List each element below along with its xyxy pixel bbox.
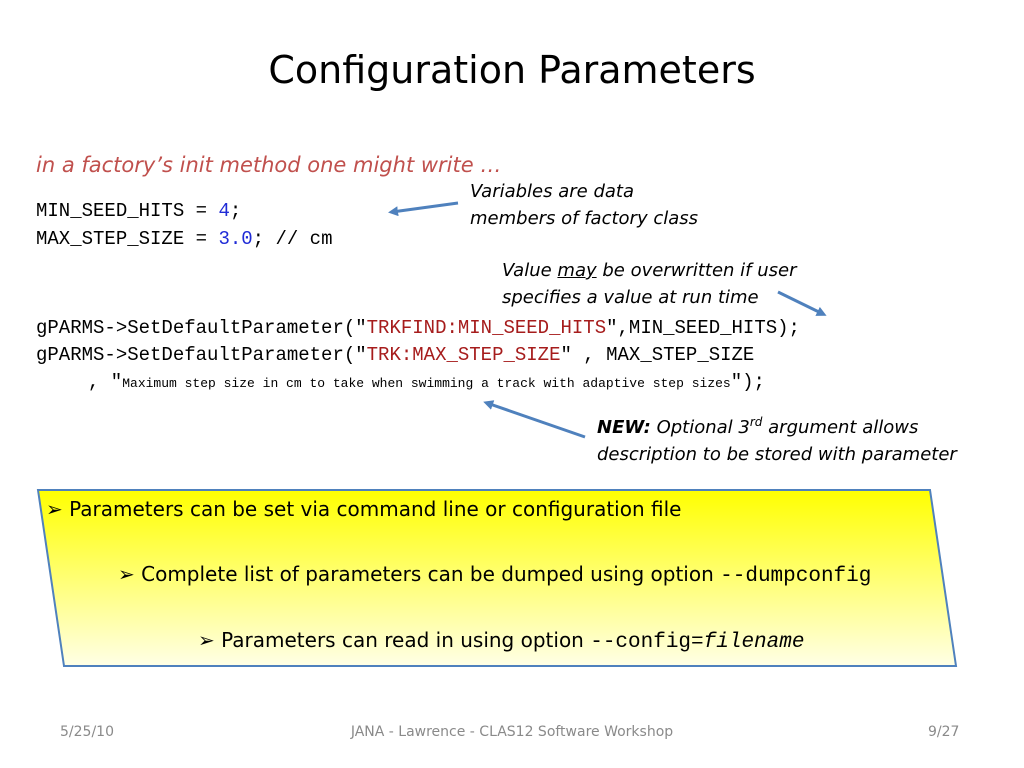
code-call: , " — [88, 371, 123, 393]
arrow-to-variables — [388, 201, 459, 217]
footer-page-number: 9/27 — [928, 724, 960, 740]
code-terminator: ; — [229, 200, 242, 222]
code-number: 4 — [218, 200, 230, 222]
bullet-text: Complete list of parameters can be dumpe… — [141, 562, 721, 586]
note-text: Value — [502, 260, 558, 281]
note-variables: Variables are data members of factory cl… — [470, 178, 698, 232]
code-line-set-default-1: gPARMS->SetDefaultParameter("TRKFIND:MIN… — [36, 317, 800, 339]
slide-title: Configuration Parameters — [268, 48, 756, 92]
bullet-text: Parameters can read in using option — [221, 628, 591, 652]
note-line: NEW: Optional 3rd argument allows — [597, 409, 957, 441]
bullet-arrow-icon: ➢ — [198, 628, 215, 652]
code-call-end: "); — [730, 371, 765, 393]
summary-box-shape — [36, 489, 958, 667]
note-text: Optional 3 — [650, 417, 750, 438]
code-number: 3.0 — [218, 228, 253, 250]
note-text: argument allows — [762, 417, 919, 438]
bullet-text: Parameters can be set via command line o… — [69, 497, 682, 521]
note-new-argument: NEW: Optional 3rd argument allows descri… — [597, 409, 957, 468]
bullet-arrow-icon: ➢ — [118, 562, 135, 586]
code-call-end: ",MIN_SEED_HITS); — [606, 317, 800, 339]
option-config-filename: filename — [703, 631, 805, 654]
arrow-to-description — [483, 400, 586, 439]
bullet-item-dumpconfig: ➢ Complete list of parameters can be dum… — [118, 562, 871, 588]
note-line: Value may be overwritten if user — [502, 257, 796, 284]
code-line-description: , "Maximum step size in cm to take when … — [88, 371, 765, 393]
code-terminator: ; // cm — [252, 228, 333, 250]
option-config: --config= — [590, 631, 704, 654]
arrow-to-min-seed-hits — [777, 290, 827, 316]
code-call: gPARMS->SetDefaultParameter(" — [36, 317, 367, 339]
code-operator: = — [184, 228, 219, 250]
slide-subtitle: in a factory’s init method one might wri… — [36, 153, 502, 177]
note-line: specifies a value at run time — [502, 287, 759, 308]
bullet-item-set-via-cli: ➢ Parameters can be set via command line… — [46, 497, 681, 521]
code-var-name: MAX_STEP_SIZE — [36, 228, 185, 250]
bullet-item-config: ➢ Parameters can read in using option --… — [198, 628, 804, 654]
note-emphasis: may — [557, 260, 597, 281]
code-line-set-default-2: gPARMS->SetDefaultParameter("TRK:MAX_STE… — [36, 344, 754, 366]
note-line: description to be stored with parameter — [597, 444, 957, 465]
code-line-min-seed-hits: MIN_SEED_HITS = 4; — [36, 200, 241, 222]
code-line-max-step-size: MAX_STEP_SIZE = 3.0; // cm — [36, 228, 333, 250]
bullet-arrow-icon: ➢ — [46, 497, 63, 521]
code-operator: = — [184, 200, 219, 222]
footer-title: JANA - Lawrence - CLAS12 Software Worksh… — [350, 724, 674, 740]
footer-date: 5/25/10 — [60, 724, 114, 740]
option-dumpconfig: --dumpconfig — [720, 565, 872, 588]
note-superscript: rd — [749, 415, 763, 429]
code-string: TRK:MAX_STEP_SIZE — [366, 344, 561, 366]
note-line: members of factory class — [470, 208, 699, 229]
note-new-label: NEW: — [597, 417, 651, 438]
code-string: TRKFIND:MIN_SEED_HITS — [366, 317, 607, 339]
code-description-string: Maximum step size in cm to take when swi… — [122, 376, 731, 391]
note-line: Variables are data — [470, 181, 634, 202]
code-call: gPARMS->SetDefaultParameter(" — [36, 344, 367, 366]
code-var-name: MIN_SEED_HITS — [36, 200, 185, 222]
code-call-end: " , MAX_STEP_SIZE — [560, 344, 755, 366]
note-value-overwrite: Value may be overwritten if user specifi… — [502, 257, 796, 311]
summary-box: ➢ Parameters can be set via command line… — [36, 488, 958, 668]
note-text: be overwritten if user — [596, 260, 797, 281]
